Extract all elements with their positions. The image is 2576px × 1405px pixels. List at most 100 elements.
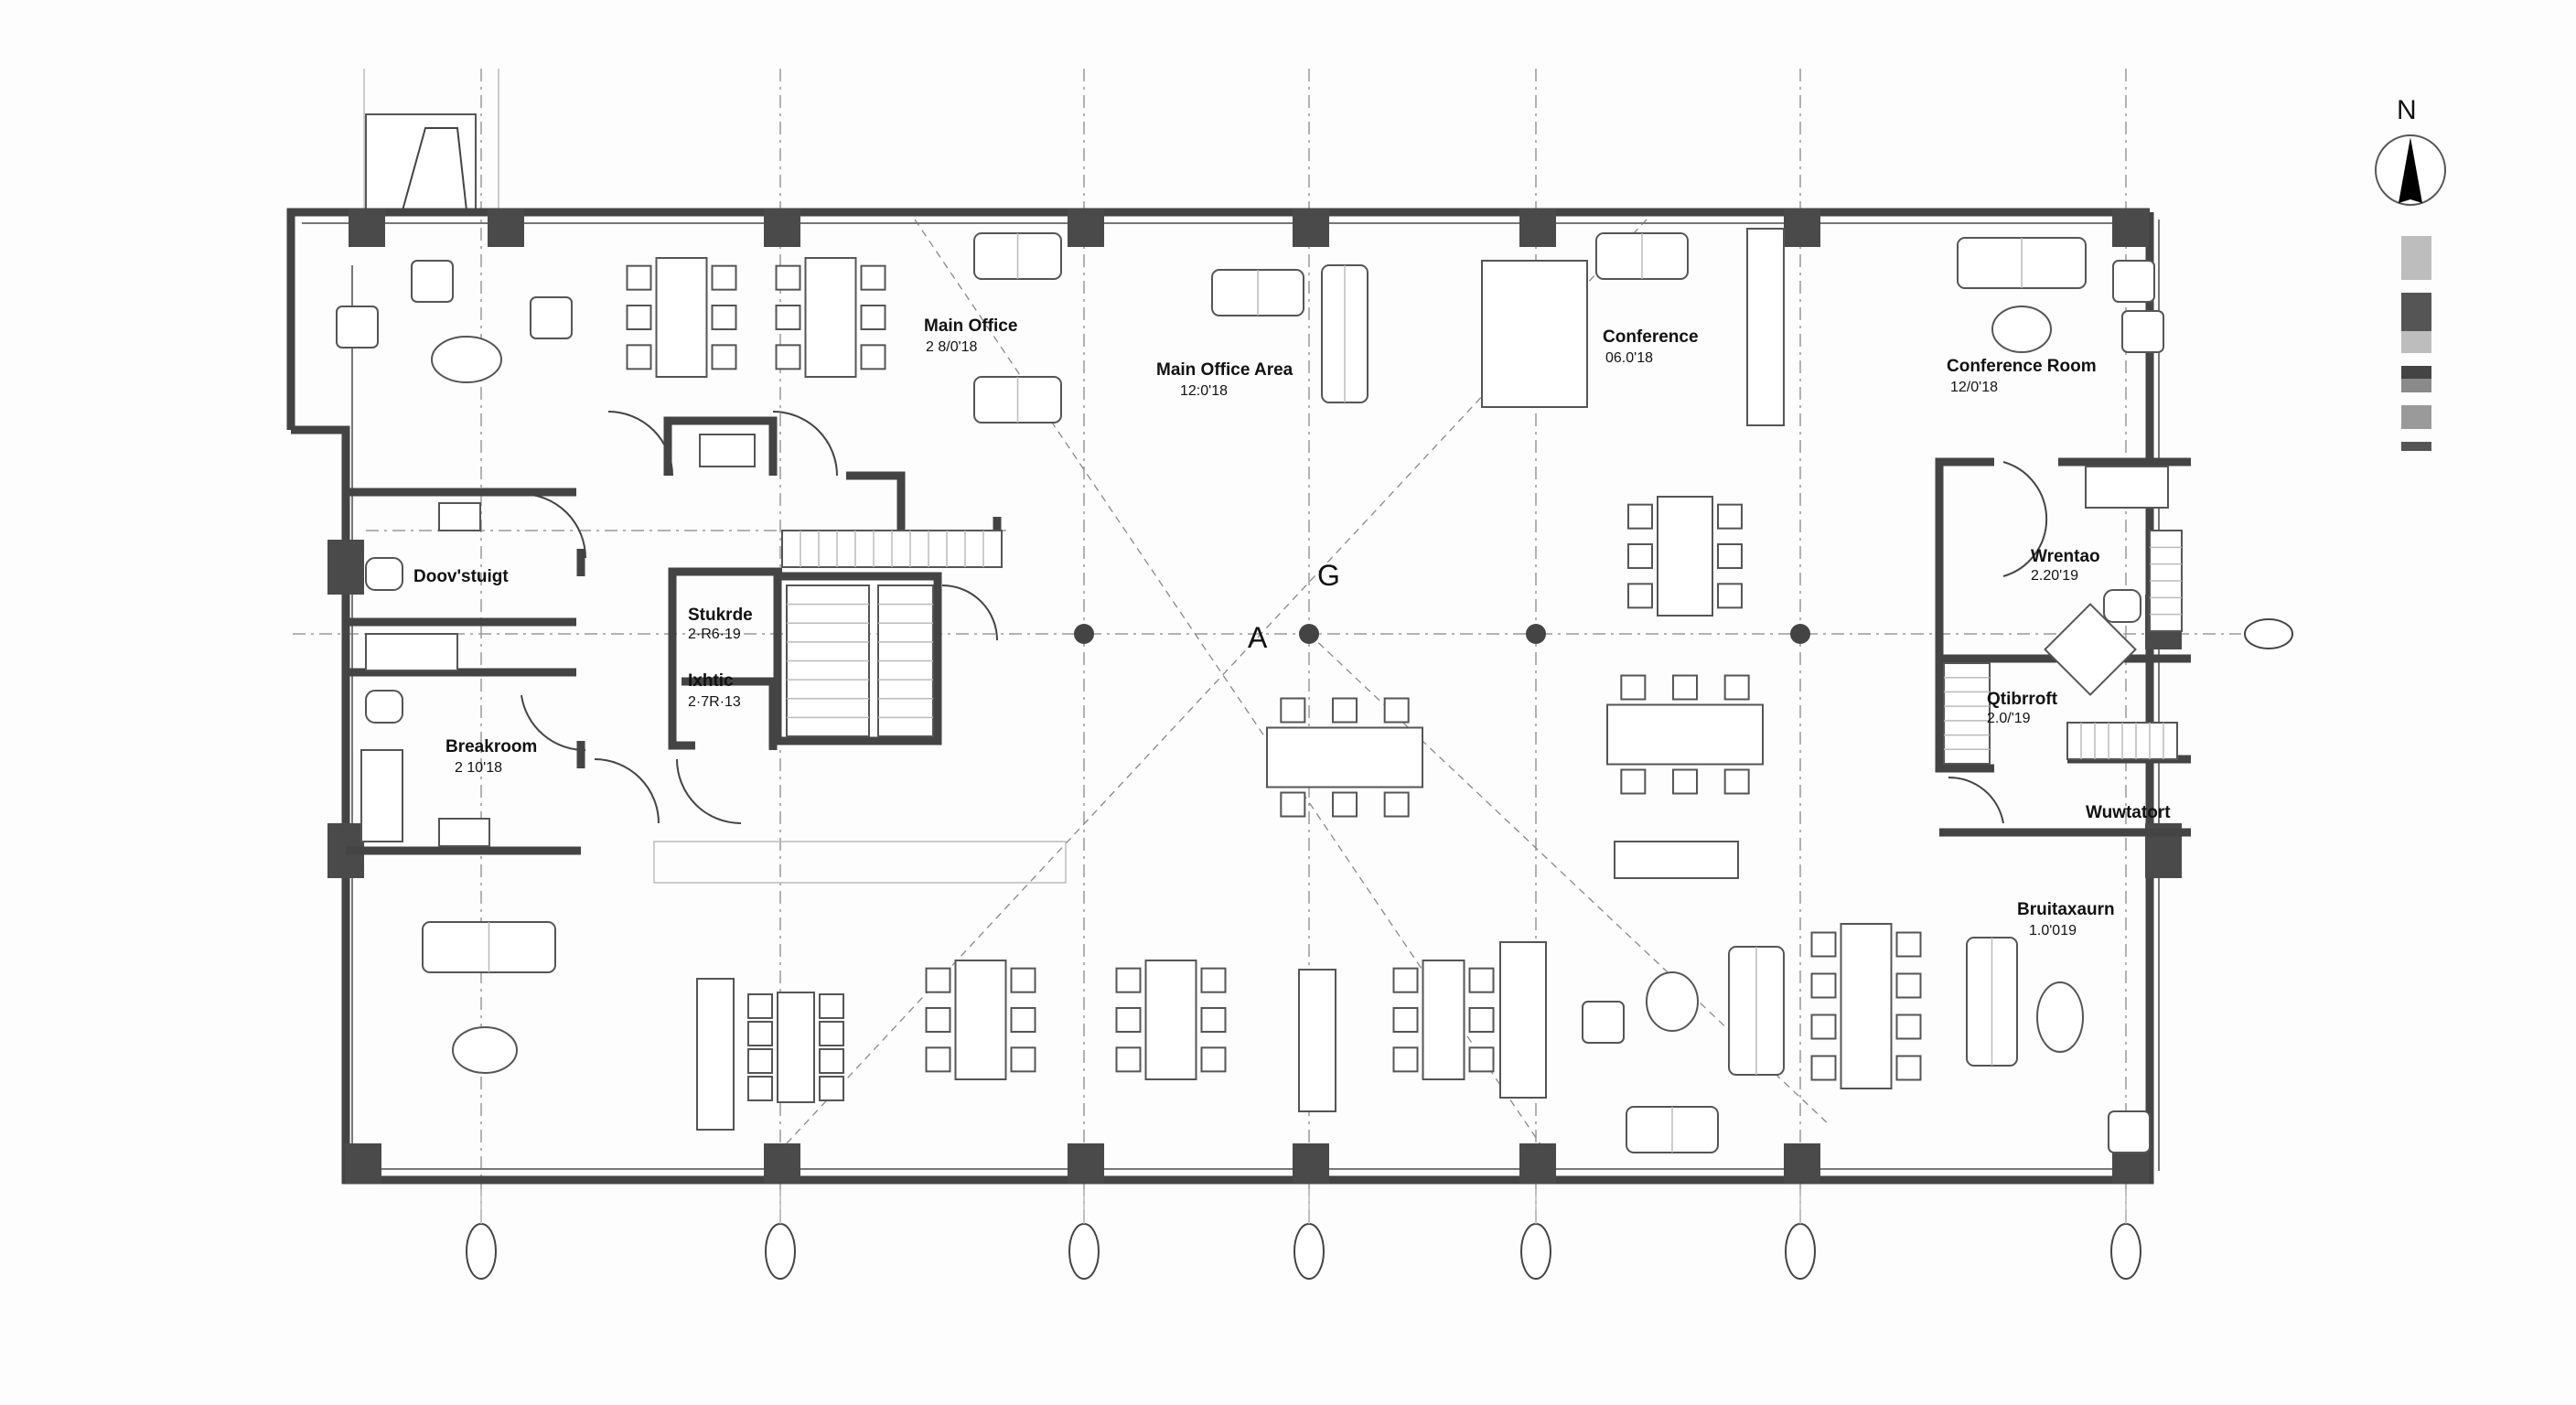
chair — [1200, 967, 1227, 993]
room-label-ixhtic: Ixhtic — [688, 671, 734, 691]
room-labels: Main Office 2 8/0'18 Main Office Area 12… — [413, 316, 2171, 938]
chair — [1895, 931, 1922, 958]
chair — [819, 1048, 844, 1074]
chair — [1717, 503, 1743, 530]
chair — [860, 305, 886, 330]
wall-pier — [2112, 209, 2149, 247]
chair — [775, 264, 801, 291]
legend-swatches — [2401, 236, 2431, 451]
chair — [1383, 697, 1410, 724]
chair — [1332, 791, 1358, 818]
room-label-stukrde: Stukrde — [688, 606, 753, 625]
grid-label-a: A — [1248, 621, 1268, 654]
chair — [1200, 1046, 1227, 1073]
cabinet — [1499, 941, 1547, 1099]
room-label-main-office: Main Office — [924, 316, 1017, 336]
chair — [1392, 967, 1419, 993]
wall-pier — [1293, 1143, 1329, 1184]
credenza — [1746, 228, 1785, 426]
sink — [699, 434, 756, 467]
table — [1840, 923, 1893, 1089]
column — [1299, 624, 1319, 644]
column — [1074, 624, 1094, 644]
chair — [1115, 1007, 1142, 1033]
north-compass: N — [2375, 95, 2446, 206]
chair — [775, 344, 801, 370]
chair — [1383, 791, 1410, 818]
chair — [1620, 674, 1647, 701]
bathtub — [365, 633, 458, 671]
coffee-table — [1991, 306, 2052, 353]
column — [1526, 624, 1546, 644]
grid-bubbles — [466, 618, 2293, 1280]
counter — [653, 841, 1067, 884]
legend-swatch — [2401, 293, 2431, 331]
armchair — [530, 296, 573, 339]
chair — [1010, 1046, 1036, 1073]
chair — [1895, 1055, 1922, 1081]
chair — [1627, 543, 1653, 569]
chair — [1010, 967, 1036, 993]
room-area-conference-room: 12/0'18 — [1950, 380, 1998, 395]
chimney — [363, 69, 499, 211]
armchair — [2112, 260, 2155, 303]
room-area-bruitaxaurn: 1.0'019 — [2029, 923, 2077, 938]
bookshelf — [1298, 969, 1336, 1112]
coffee-table — [452, 1026, 518, 1074]
chair — [1115, 1046, 1142, 1073]
wall-pier — [349, 209, 385, 247]
chair — [1620, 768, 1647, 795]
wall-pier — [345, 1143, 381, 1184]
grid-bubble — [1068, 1223, 1100, 1280]
room-area-main-office: 2 8/0'18 — [926, 339, 978, 355]
doors — [521, 411, 2048, 824]
coffee-table — [1646, 971, 1699, 1032]
chair — [1895, 1014, 1922, 1040]
wall-pier — [1068, 1143, 1104, 1184]
chair — [1672, 768, 1698, 795]
chair — [819, 1021, 844, 1046]
chair — [1627, 583, 1653, 609]
wall-pier — [1068, 209, 1104, 247]
armchair — [411, 260, 454, 303]
chair — [1392, 1046, 1419, 1073]
desk — [1481, 260, 1588, 408]
chair — [925, 1046, 951, 1073]
legend-swatch — [2401, 366, 2431, 379]
table — [804, 257, 857, 378]
chair — [1200, 1007, 1227, 1033]
armchair — [2108, 1110, 2151, 1153]
grid-bubble — [466, 1223, 497, 1280]
wall-pier — [1293, 209, 1329, 247]
room-label-doovstuigt: Doov'stuigt — [413, 567, 509, 586]
wall-pier — [1784, 209, 1820, 247]
chair — [711, 344, 737, 370]
north-label: N — [2397, 95, 2417, 125]
chair — [1717, 583, 1743, 609]
chair — [1717, 543, 1743, 569]
chair — [1115, 967, 1142, 993]
grid-bubble — [1785, 1223, 1816, 1280]
chair — [1895, 972, 1922, 999]
room-label-qtibrroft: Qtibrroft — [1987, 690, 2058, 709]
sideboard — [1614, 841, 1739, 879]
room-label-wuwtatort: Wuwtatort — [2086, 803, 2171, 822]
sink — [438, 502, 481, 531]
staircases — [781, 530, 2183, 765]
chair — [747, 1021, 773, 1046]
room-label-main-office-area: Main Office Area — [1156, 360, 1293, 380]
wall-pier — [1519, 1143, 1556, 1184]
chair — [1468, 967, 1495, 993]
room-label-conference: Conference — [1603, 327, 1699, 347]
grid-bubble — [2244, 618, 2293, 649]
wall-pier — [488, 209, 524, 247]
chair — [747, 993, 773, 1019]
north-arrow-icon — [2399, 137, 2422, 203]
chair — [1810, 1014, 1837, 1040]
chair — [1810, 972, 1837, 999]
table — [777, 992, 815, 1103]
legend-swatch — [2401, 379, 2431, 392]
chair — [775, 305, 801, 330]
chair — [1723, 674, 1750, 701]
armchair — [1582, 1001, 1625, 1044]
